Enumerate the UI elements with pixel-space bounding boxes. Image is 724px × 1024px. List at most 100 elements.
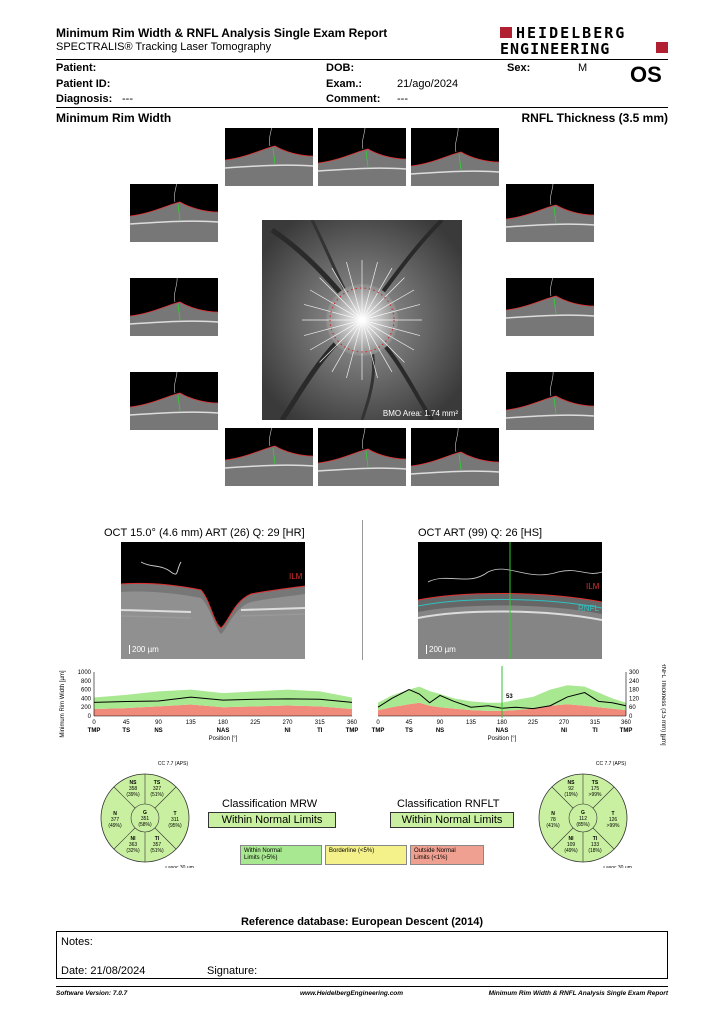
x-tick-label: 360 — [621, 720, 632, 726]
radial-bscan-thumbnail — [130, 184, 218, 242]
oct-left-ilm-label: ILM — [289, 572, 303, 581]
logo-square-icon — [500, 27, 512, 38]
sector-ns-label: 358 — [129, 786, 138, 792]
sector-g-label: 351 — [141, 816, 150, 822]
region-label: NS — [436, 728, 444, 734]
oct-right-scale: 200 µm — [426, 645, 456, 654]
x-tick-label: 0 — [92, 720, 96, 726]
sector-n-label: 78 — [550, 817, 556, 823]
signature-label: Signature: — [207, 965, 258, 977]
footer-report-name: Minimum Rim Width & RNFL Analysis Single… — [488, 990, 668, 997]
outside-normal-band — [378, 702, 626, 716]
legend-borderline: Borderline (<5%) — [325, 845, 407, 865]
sector-g-label: G — [581, 810, 585, 816]
oct-right-rnfl-label: RNFL — [578, 604, 599, 613]
bmo-area-label: BMO Area: 1.74 mm² — [382, 409, 458, 418]
sector-ts-label: (51%) — [150, 792, 164, 798]
x-tick-label: 270 — [559, 720, 570, 726]
oct-right-caption: OCT ART (99) Q: 26 [HS] — [418, 527, 543, 539]
pie-title: CC 7.7 (APS) — [596, 761, 627, 767]
logo-line1: HEIDELBERG — [516, 24, 627, 42]
legend-outside: Outside Normal Limits (<1%) — [410, 845, 484, 865]
sector-ti-label: TI — [155, 836, 160, 842]
sector-ts-label: >99% — [589, 792, 602, 798]
x-tick-label: 45 — [123, 720, 130, 726]
sector-n-label: (41%) — [546, 823, 560, 829]
sector-t-label: (95%) — [168, 823, 182, 829]
y-tick-label: 400 — [81, 696, 92, 702]
x-tick-label: 135 — [186, 720, 197, 726]
pie-footer: △asoc 30 µm — [164, 865, 194, 868]
x-tick-label: 270 — [282, 720, 293, 726]
mrw-classification-title: Classification MRW — [222, 798, 318, 810]
x-axis-label: Position [°] — [488, 736, 517, 742]
sector-ts-label: TS — [154, 780, 161, 786]
radial-bscan-thumbnail — [225, 428, 313, 486]
x-tick-label: 135 — [466, 720, 477, 726]
eye-indicator: OS — [630, 62, 662, 87]
sector-n-label: (49%) — [108, 823, 122, 829]
sector-ni-label: 363 — [129, 842, 138, 848]
sector-t-label: 126 — [609, 817, 618, 823]
sector-ti-label: (51%) — [150, 848, 164, 854]
sector-g-label: (58%) — [138, 822, 152, 828]
pie-title: CC 7.7 (APS) — [158, 761, 189, 767]
profile-line — [93, 696, 353, 703]
sector-ti-label: TI — [593, 836, 598, 842]
exam-label: Exam.: — [326, 78, 363, 90]
software-version: Software Version: 7.0.7 — [56, 990, 128, 997]
comment-value: --- — [397, 93, 408, 105]
profile-line — [377, 689, 627, 710]
radial-bscan-thumbnail — [130, 278, 218, 336]
mrw-sector-chart: CC 7.7 (APS)NS358(39%)TS327(51%)N377(49%… — [100, 761, 194, 868]
y-axis-label: RNFL Thickness (3.5 mm) [µm] — [660, 664, 666, 746]
x-tick-label: 90 — [155, 720, 162, 726]
radial-bscan-thumbnail — [506, 278, 594, 336]
x-tick-label: 180 — [497, 720, 508, 726]
legend-normal: Within Normal Limits (>5%) — [240, 845, 322, 865]
sector-ns-label: NS — [130, 780, 138, 786]
rnfl-classification-title: Classification RNFLT — [397, 798, 500, 810]
y-tick-label: 200 — [81, 705, 92, 711]
x-tick-label: 225 — [528, 720, 539, 726]
radial-bscan-thumbnail — [411, 428, 499, 486]
legend-normal-line1: Within Normal — [244, 848, 282, 854]
x-tick-label: 180 — [218, 720, 229, 726]
pie-footer: △asoc 30 µm — [602, 865, 632, 868]
rnfl-classification-badge: Within Normal Limits — [390, 812, 514, 828]
legend-normal-line2: Limits (>5%) — [244, 855, 278, 861]
heidelberg-logo: HEIDELBERG ENGINEERING — [500, 24, 668, 58]
region-label: NAS — [217, 728, 230, 734]
legend-borderline-label: Borderline (<5%) — [329, 848, 375, 854]
x-tick-label: 225 — [250, 720, 261, 726]
x-tick-label: 45 — [406, 720, 413, 726]
report-subtitle: SPECTRALIS® Tracking Laser Tomography — [56, 41, 272, 53]
sector-t-label: T — [611, 811, 614, 817]
sector-ts-label: TS — [592, 780, 599, 786]
fundus-image: BMO Area: 1.74 mm² — [262, 220, 462, 420]
sector-ni-label: (49%) — [564, 848, 578, 854]
sector-n-label: N — [551, 811, 555, 817]
x-tick-label: 360 — [347, 720, 358, 726]
diagnosis-value: --- — [122, 93, 133, 105]
y-tick-label: 1000 — [78, 670, 92, 676]
sector-g-label: 112 — [579, 816, 587, 822]
radial-bscan-thumbnail — [318, 128, 406, 186]
x-tick-label: 90 — [437, 720, 444, 726]
diagnosis-label: Diagnosis: — [56, 93, 113, 105]
y-tick-label: 0 — [629, 714, 633, 720]
y-tick-label: 180 — [629, 688, 640, 694]
exam-date: 21/ago/2024 — [397, 78, 459, 90]
patient-id-label: Patient ID: — [56, 78, 111, 90]
y-tick-label: 800 — [81, 679, 92, 685]
x-tick-label: 315 — [315, 720, 326, 726]
oct-right-bscan: ILM RNFL 200 µm — [418, 542, 602, 659]
sector-ts-label: 175 — [591, 786, 600, 792]
sector-ti-label: (18%) — [588, 848, 602, 854]
normal-band — [94, 689, 352, 709]
outside-normal-band — [94, 704, 352, 716]
sex-value: M — [578, 62, 588, 74]
dob-label: DOB: — [326, 62, 355, 74]
website-link[interactable]: www.HeidelbergEngineering.com — [300, 990, 404, 997]
sector-n-label: 377 — [111, 817, 120, 823]
